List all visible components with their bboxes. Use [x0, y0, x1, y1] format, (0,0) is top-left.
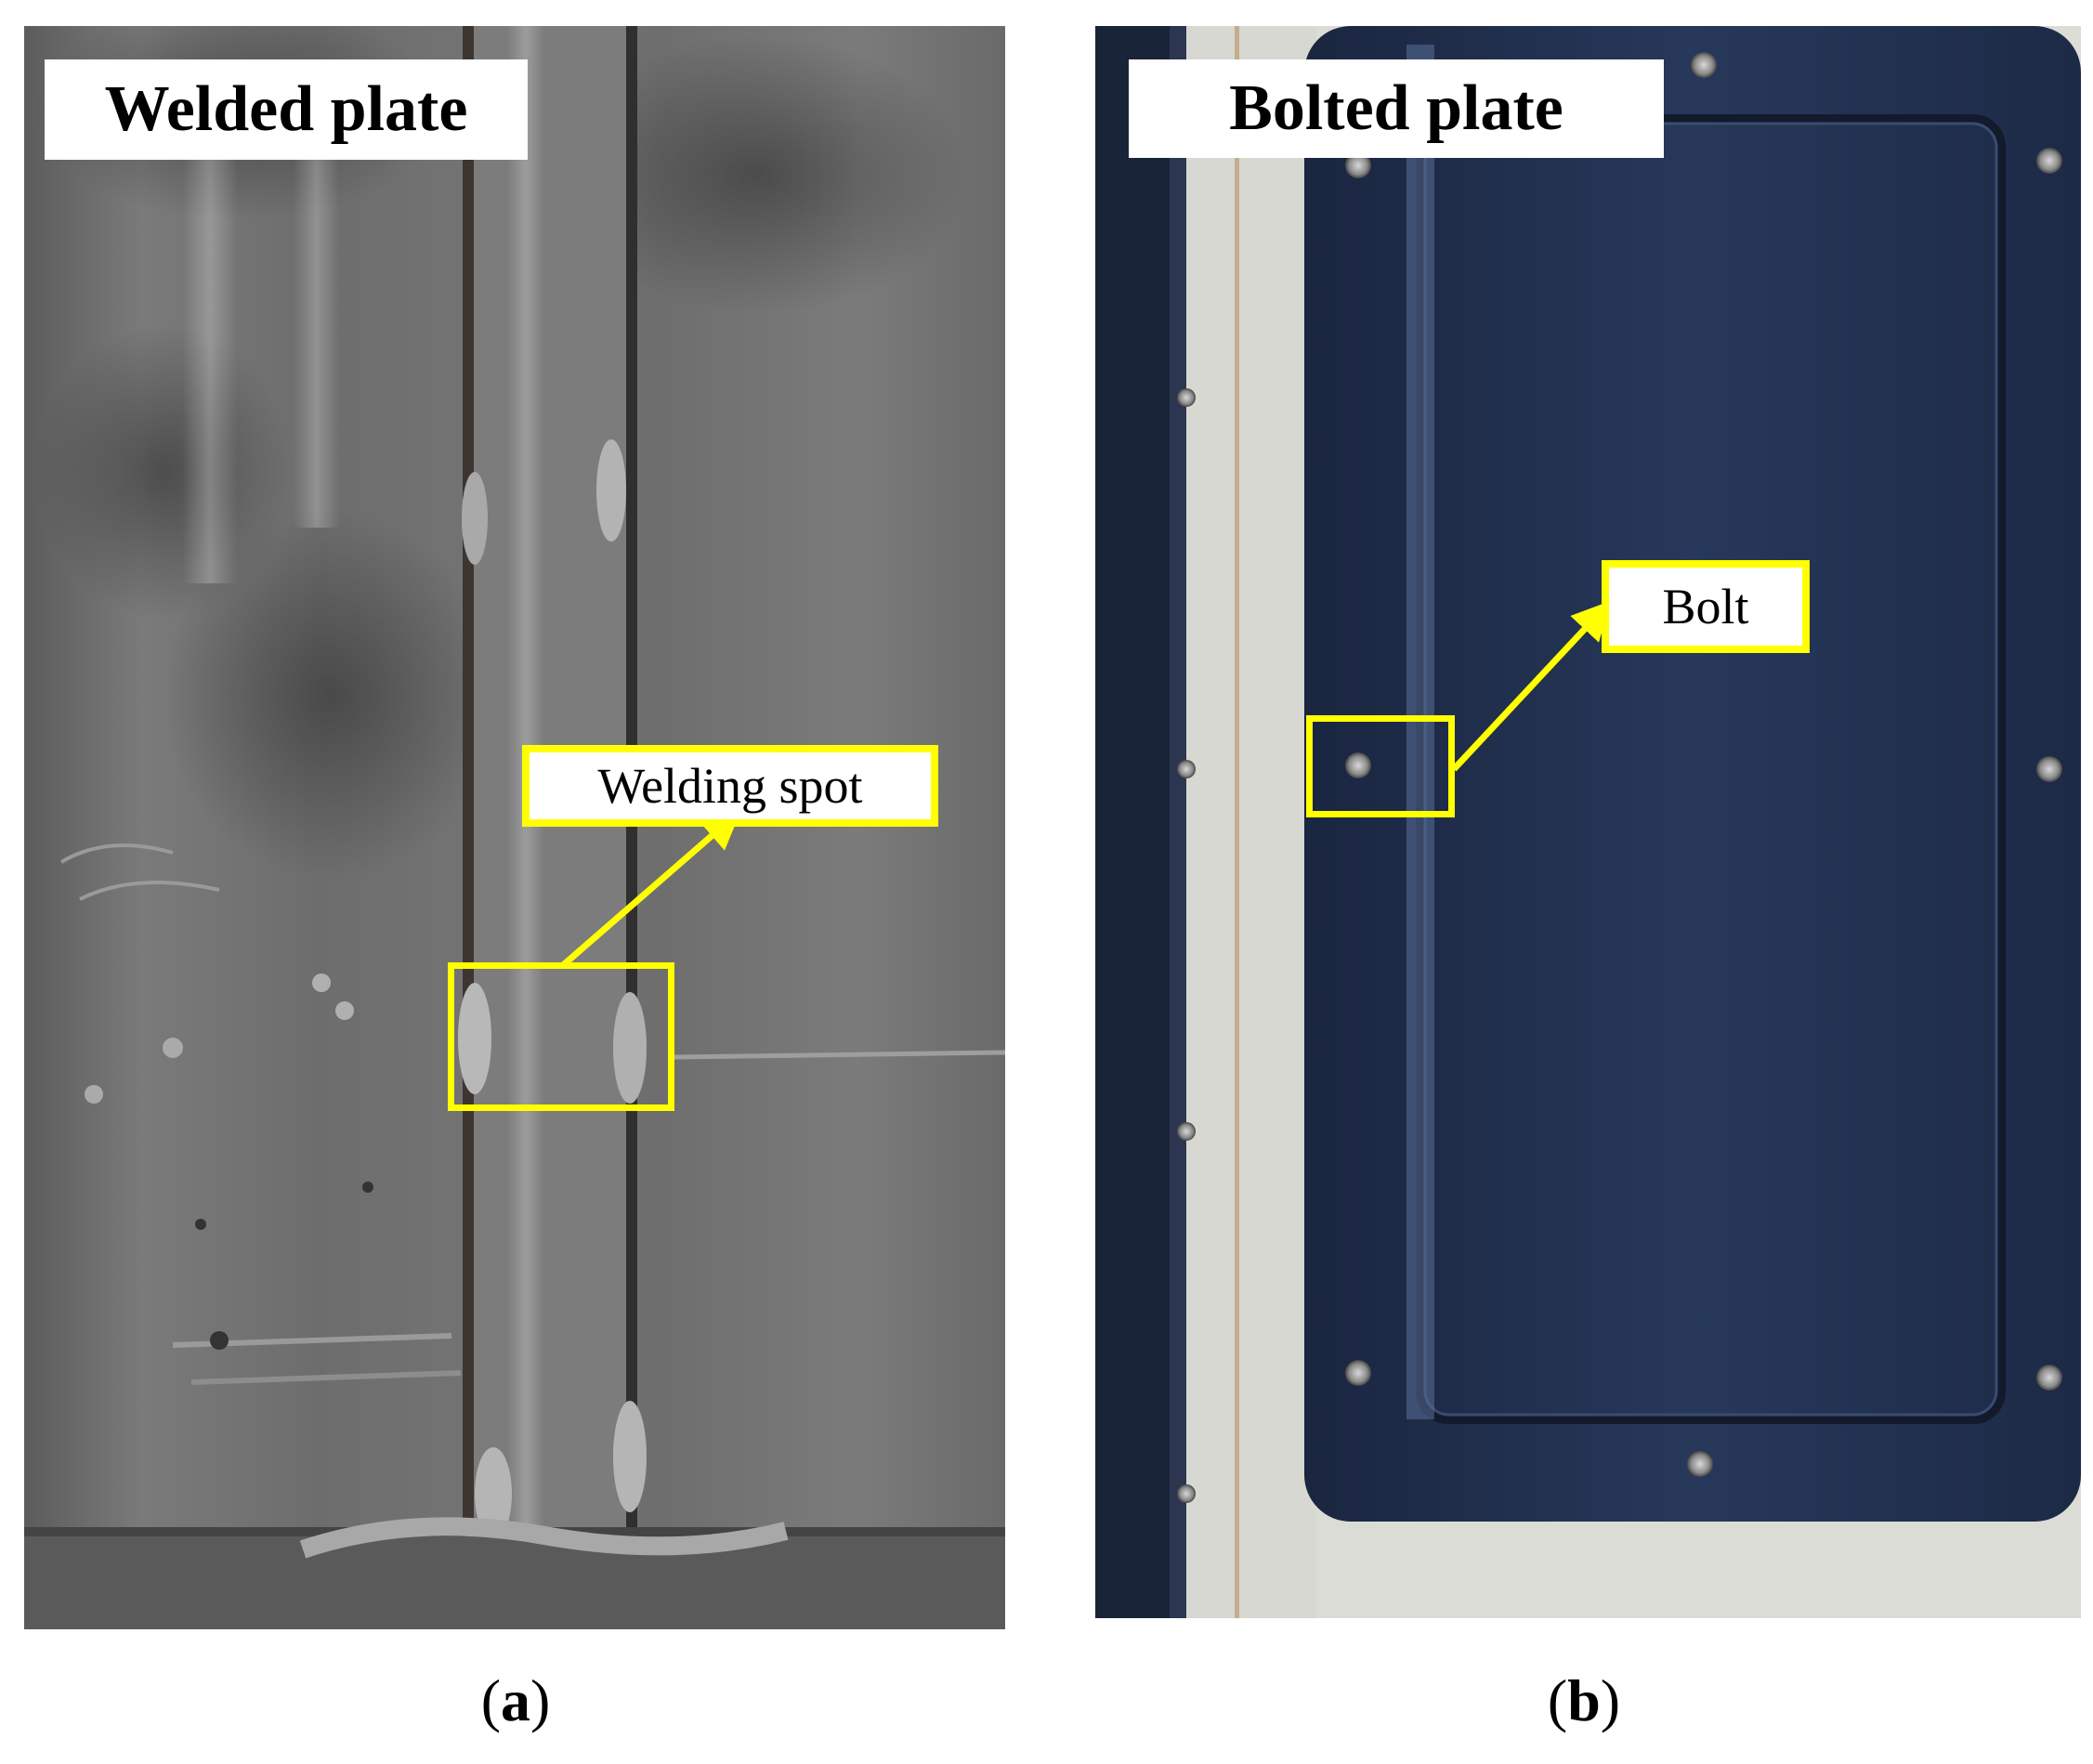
caption-b: (b)	[1547, 1667, 1621, 1733]
bolted-plate-photo	[1095, 26, 2081, 1618]
welding-spot-marker	[448, 962, 674, 1111]
bolted-plate-drawing	[1095, 26, 2081, 1618]
bolt-marker	[1306, 715, 1455, 817]
bolt-label: Bolt	[1602, 560, 1810, 653]
caption-a-letter: a	[501, 1667, 530, 1733]
caption-b-letter: b	[1567, 1667, 1601, 1733]
caption-a: (a)	[480, 1667, 551, 1733]
welding-spot-label: Welding spot	[522, 745, 938, 827]
welded-plate-title: Welded plate	[45, 59, 528, 160]
welded-plate-drawing	[24, 26, 1005, 1629]
welded-plate-photo	[24, 26, 1005, 1629]
bolted-plate-title: Bolted plate	[1129, 59, 1664, 158]
